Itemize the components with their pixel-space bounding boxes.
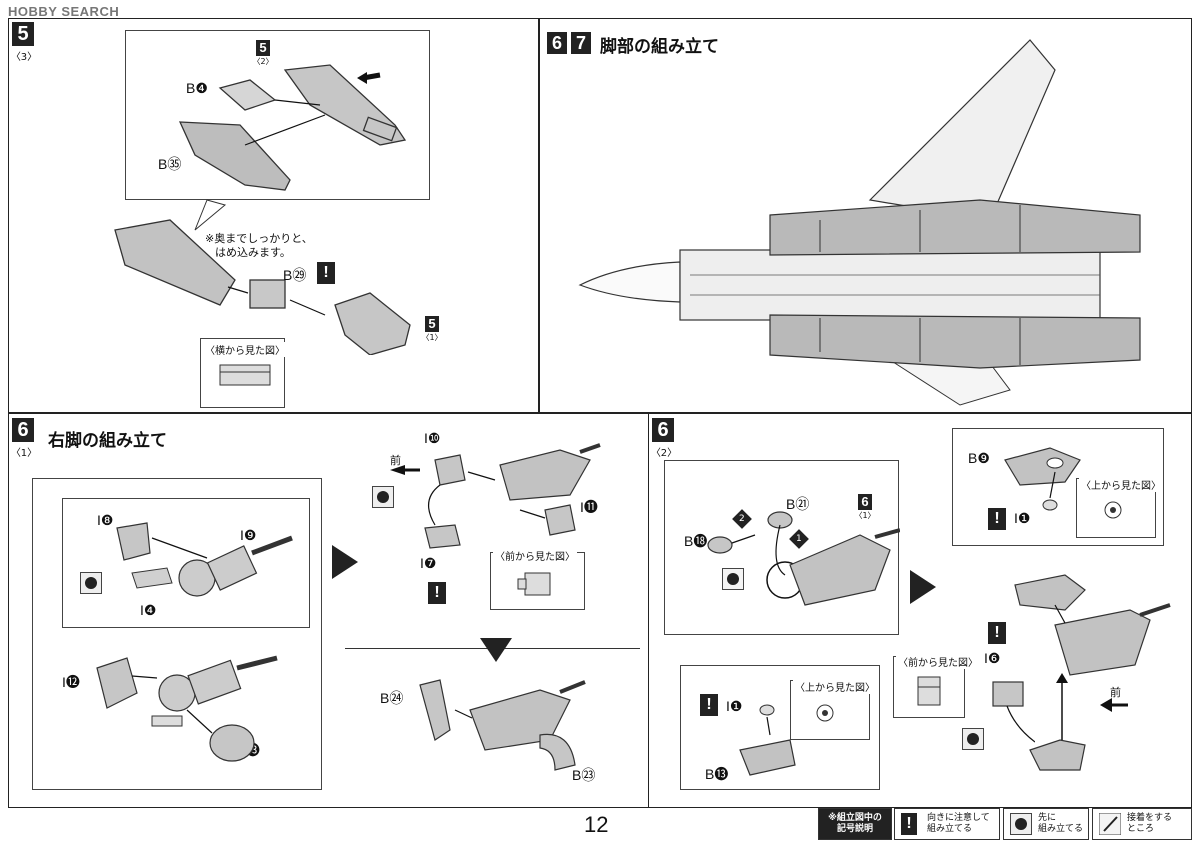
step6-2-sub: 〈2〉 [650, 448, 678, 459]
part-label-i4: I❹ [140, 602, 157, 618]
part-label-b23: B㉓ [572, 767, 596, 783]
side-view-drawing [219, 364, 271, 386]
part-label-i7: I❼ [420, 555, 437, 571]
part-label-i1: I❶ [1014, 510, 1031, 526]
front-view-drawing-2 [917, 676, 941, 706]
top-view-title-2: 〈上から見た図〉 [793, 679, 877, 694]
step5-panel [8, 18, 540, 414]
step6-1-left-drawing [96, 522, 293, 762]
step6-1-right-drawing [390, 443, 601, 549]
step6-1-number: 6 [12, 418, 34, 442]
part-b35-shape [178, 121, 291, 191]
warning-icon: ! [988, 508, 1006, 530]
part-b4-shape [218, 79, 277, 111]
step5-ref2-number: 5 [425, 316, 439, 332]
top-view-title: 〈上から見た図〉 [1079, 477, 1163, 492]
part-label-i1-b: I❶ [726, 698, 743, 714]
glue-icon [372, 486, 394, 508]
legend-item-orientation: ! 向きに注意して 組み立てる [894, 808, 1000, 840]
legend-title: ※組立図中の 記号説明 [818, 808, 892, 840]
part-i6-drawing [992, 681, 1035, 743]
front-view-drawing [517, 572, 551, 596]
glue-icon [962, 728, 984, 750]
warning-icon: ! [988, 622, 1006, 644]
cement-brush-icon [1099, 813, 1121, 835]
part-label-b24: B㉔ [380, 690, 404, 706]
part-label-i11: I⓫ [580, 499, 598, 515]
part-label-b35: B㉟ [158, 156, 182, 172]
next-arrow [910, 570, 936, 604]
part-label-b29: B㉙ [283, 267, 307, 283]
step5-ref2-sub: 〈1〉 [421, 333, 443, 342]
part-label-i8: I❽ [97, 512, 114, 528]
step67-panel [538, 18, 1192, 414]
step6-1-left-subcallout [62, 498, 310, 628]
step6-2-ref-sub: 〈1〉 [854, 511, 876, 520]
part-label-b21: B㉑ [786, 496, 810, 512]
step67-number-a: 6 [547, 32, 567, 54]
step5-sub: 〈3〉 [10, 52, 38, 63]
warning-icon: ! [700, 694, 718, 716]
step6-2-ref-number: 6 [858, 494, 872, 510]
glue-icon [80, 572, 102, 594]
warning-icon: ! [901, 813, 917, 835]
step5-note: ※奥までしっかりと、 はめ込みます。 [205, 232, 313, 259]
part-label-b4: B❹ [186, 80, 208, 96]
step6-1-sub: 〈1〉 [10, 448, 38, 459]
step5-drawing [178, 64, 407, 231]
legend-item-cement: 接着をする ところ [1092, 808, 1192, 840]
leg-joint-shape [283, 64, 407, 146]
part-label-i6: I❻ [984, 650, 1001, 666]
preassemble-icon [1010, 813, 1032, 835]
step6-2-bottom-drawing [739, 704, 834, 776]
warning-icon: ! [428, 582, 446, 604]
part-label-b18: B⓲ [684, 533, 708, 549]
side-view-title: 〈横から見た図〉 [203, 342, 287, 357]
step5-ref-sub: 〈2〉 [252, 57, 274, 66]
step6-1-title: 右脚の組み立て [48, 431, 167, 451]
step67-number-b: 7 [571, 32, 591, 54]
aircraft-topview-drawing [578, 39, 1141, 406]
cement-icon [722, 568, 744, 590]
step5-lower-drawing [114, 219, 411, 355]
step6-2-number: 6 [652, 418, 674, 442]
watermark-logo: HOBBY SEARCH [8, 4, 120, 19]
next-arrow [332, 545, 358, 579]
page-number: 12 [584, 812, 609, 837]
step6-2-top-drawing [1004, 447, 1122, 519]
front-label: 前 [1110, 687, 1121, 699]
step6-2-left-drawing [707, 511, 900, 606]
step67-title: 脚部の組み立て [600, 37, 719, 57]
step5-number: 5 [12, 22, 34, 46]
step6-1-lower-drawing [419, 679, 586, 771]
warning-icon: ! [317, 262, 335, 284]
part-label-i9: I❾ [240, 527, 257, 543]
part-label-b13: B⓭ [705, 766, 729, 782]
part-label-i10: I❿ [424, 430, 441, 446]
step6-2-main-drawing [1014, 574, 1171, 771]
front-view-title: 〈前から見た図〉 [493, 548, 577, 563]
step5-ref-number: 5 [256, 40, 270, 56]
down-arrow [480, 638, 512, 662]
legend-item-preassemble: 先に 組み立てる [1003, 808, 1089, 840]
part-label-b9: B❾ [968, 450, 990, 466]
front-label: 前 [390, 455, 401, 467]
front-arrow [1100, 698, 1128, 712]
step6-2-panel [648, 412, 1192, 808]
part-label-i12: I⓬ [62, 674, 80, 690]
front-view-title-2: 〈前から見た図〉 [896, 654, 980, 669]
